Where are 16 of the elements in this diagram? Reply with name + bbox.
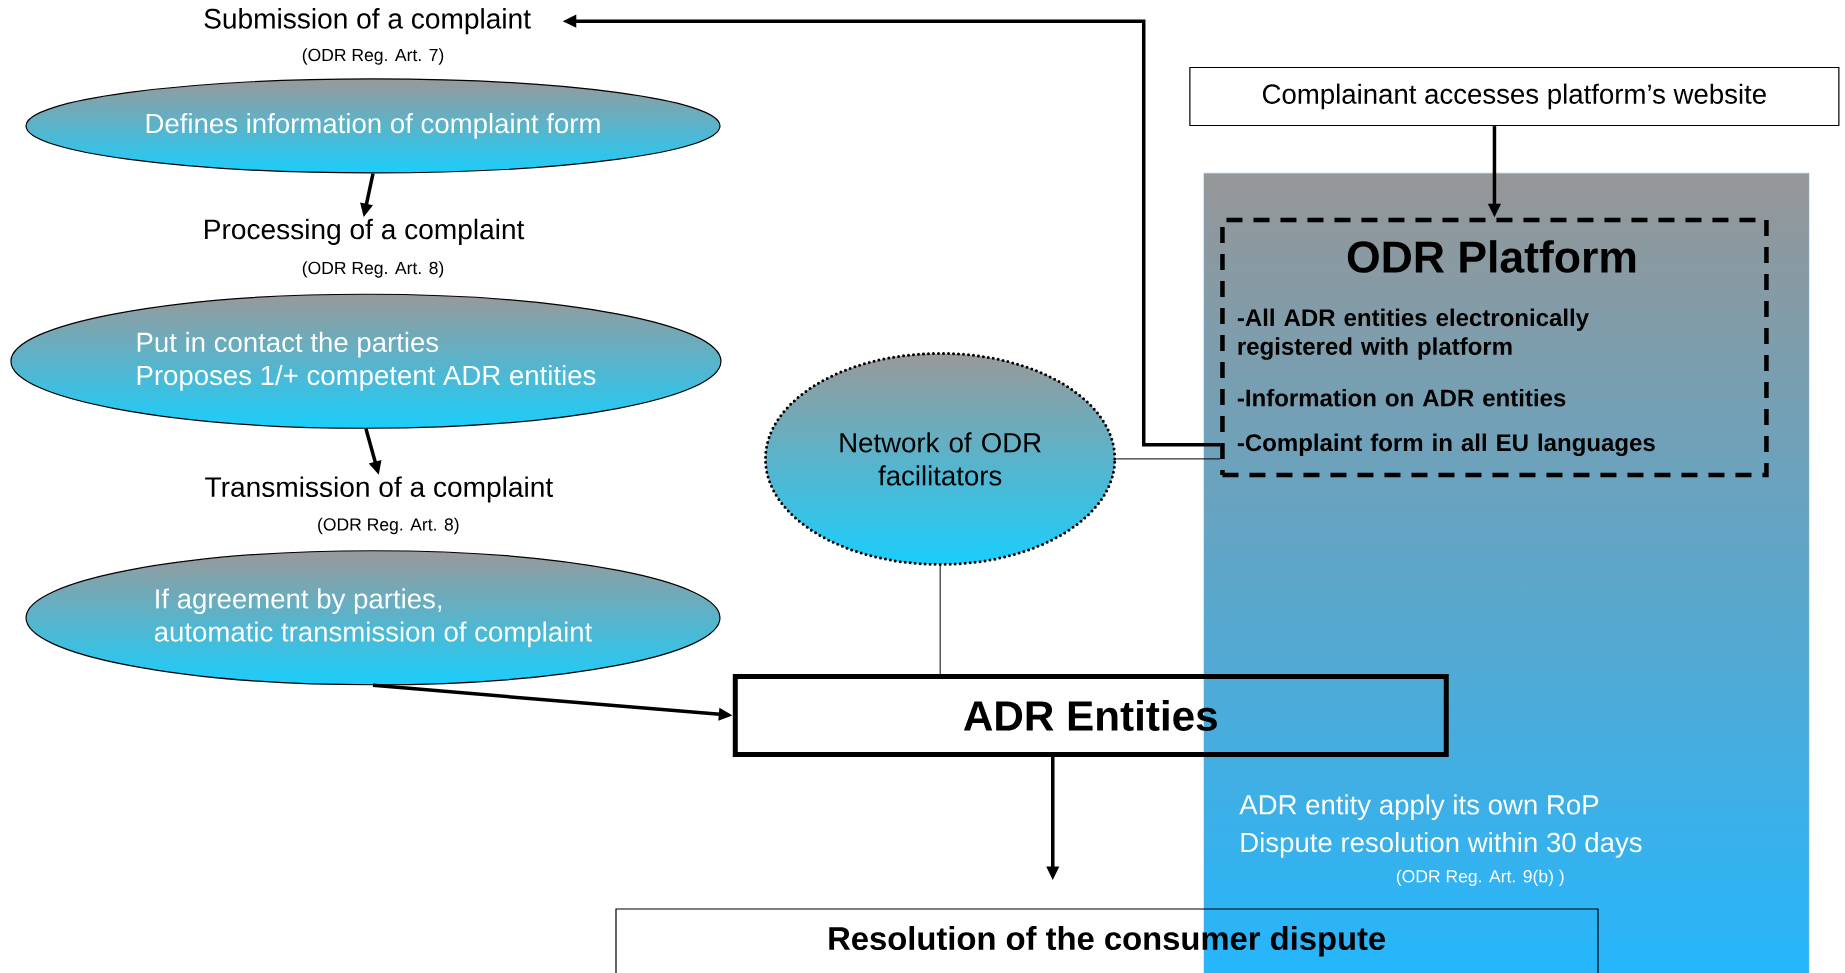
platform-title: ODR Platform	[1347, 240, 1636, 273]
step-heading: Processing of a complaint	[205, 218, 525, 245]
panel-text: ADR entity apply its own RoP	[1239, 794, 1599, 820]
text-box: Complainant accesses platform’s website	[1189, 66, 1840, 127]
bullet-text: -All ADR entities electronically registered with platform	[1237, 308, 1589, 360]
step-heading: Transmission of a complaint	[205, 476, 553, 503]
connector-line	[1115, 458, 1221, 460]
step-heading: Submission of a complaint	[204, 8, 531, 35]
panel-text: Dispute resolution within 30 days	[1241, 831, 1642, 858]
connector-line	[939, 565, 941, 675]
bullet-text: -Information on ADR entities	[1237, 388, 1566, 407]
article-reference: (ODR Reg. Art. 9(b) )	[1396, 869, 1564, 886]
bullet-text: -Complaint form in all EU languages	[1237, 433, 1655, 456]
article-reference: (ODR Reg. Art. 7)	[302, 48, 444, 65]
article-reference: (ODR Reg. Art. 8)	[318, 517, 459, 535]
article-reference: (ODR Reg. Art. 8)	[302, 261, 444, 278]
